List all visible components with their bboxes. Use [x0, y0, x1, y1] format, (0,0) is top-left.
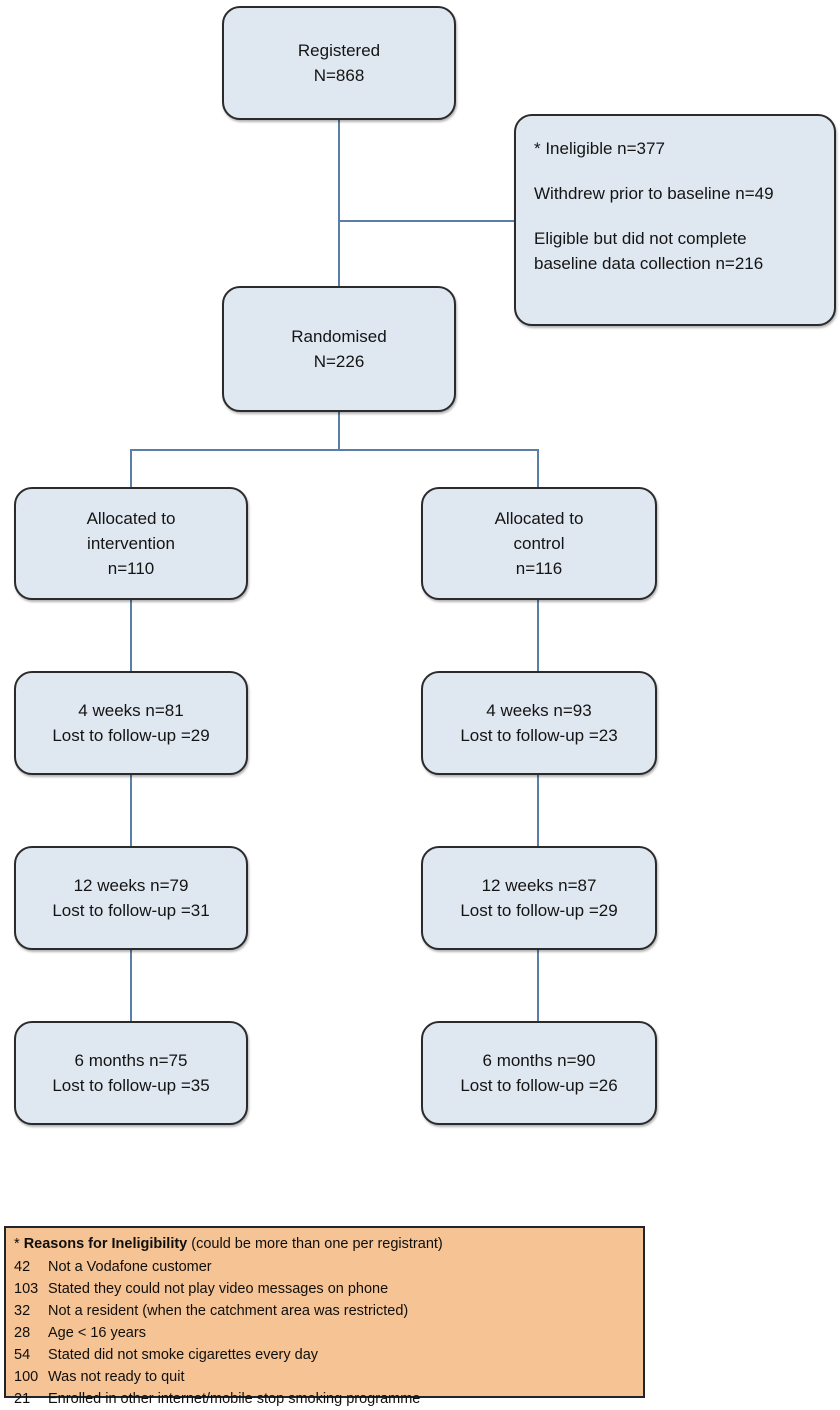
intervention-6months-line1: 6 months n=75: [74, 1050, 188, 1070]
footnote-row: 42 Not a Vodafone customer: [14, 1256, 637, 1278]
footnote-row: 21 Enrolled in other internet/mobile sto…: [14, 1388, 637, 1410]
intervention-4weeks-line1: 4 weeks n=81: [78, 700, 184, 720]
control-12weeks-line1: 12 weeks n=87: [481, 875, 597, 895]
node-control-6months: 6 months n=90 Lost to follow-up =26: [421, 1021, 657, 1125]
node-randomised-line2: N=226: [313, 352, 365, 371]
intervention-12weeks-line1: 12 weeks n=79: [73, 875, 189, 895]
node-allocated-intervention: Allocated to intervention n=110: [14, 487, 248, 600]
footnote-count: 42: [14, 1259, 31, 1276]
allocated-control-line1: Allocated to: [494, 508, 584, 528]
footnote-reason: Stated they could not play video message…: [48, 1281, 389, 1298]
node-registered-line2: N=868: [313, 66, 365, 85]
allocated-control-line3: n=116: [515, 559, 563, 579]
connector-allocation-split: [130, 449, 539, 451]
exclusion-withdrew: Withdrew prior to baseline n=49: [534, 184, 774, 204]
footnote-count: 103: [14, 1281, 39, 1298]
footnote-row: 103 Stated they could not play video mes…: [14, 1278, 637, 1300]
footnote-count: 100: [14, 1369, 39, 1386]
connector-control-4weeks-to-12weeks: [537, 775, 539, 847]
connector-split-to-intervention: [130, 449, 132, 488]
node-control-12weeks: 12 weeks n=87 Lost to follow-up =29: [421, 846, 657, 950]
connector-to-exclusions: [338, 220, 515, 222]
connector-intervention-alloc-to-4weeks: [130, 600, 132, 672]
exclusion-ineligible: * Ineligible n=377: [534, 139, 665, 158]
footnote-title-bold: Reasons for Ineligibility: [23, 1236, 188, 1252]
footnote-title-note: (could be more than one per registrant): [191, 1236, 443, 1252]
control-6months-line1: 6 months n=90: [482, 1050, 596, 1070]
control-4weeks-line1: 4 weeks n=93: [486, 700, 592, 720]
connector-registered-to-randomised: [338, 120, 340, 287]
node-registered: Registered N=868: [222, 6, 456, 120]
footnote-count: 21: [14, 1391, 31, 1408]
allocated-intervention-line2: intervention: [87, 533, 175, 553]
footnote-row: 32 Not a resident (when the catchment ar…: [14, 1300, 637, 1322]
connector-split-to-control: [537, 449, 539, 488]
node-control-4weeks: 4 weeks n=93 Lost to follow-up =23: [421, 671, 657, 775]
node-intervention-6months: 6 months n=75 Lost to follow-up =35: [14, 1021, 248, 1125]
footnote-count: 28: [14, 1325, 31, 1342]
footnote-reason: Was not ready to quit: [48, 1369, 185, 1386]
node-intervention-12weeks: 12 weeks n=79 Lost to follow-up =31: [14, 846, 248, 950]
connector-intervention-12weeks-to-6months: [130, 950, 132, 1022]
control-4weeks-line2: Lost to follow-up =23: [460, 726, 618, 745]
connector-control-12weeks-to-6months: [537, 950, 539, 1022]
node-exclusions: * Ineligible n=377 Withdrew prior to bas…: [514, 114, 836, 326]
connector-control-alloc-to-4weeks: [537, 600, 539, 672]
footnote-marker: *: [14, 1236, 20, 1252]
exclusion-incomplete-baseline: Eligible but did not complete baseline d…: [534, 226, 763, 276]
footnote-count: 54: [14, 1347, 31, 1364]
footnote-count: 32: [14, 1303, 31, 1320]
allocated-intervention-line1: Allocated to: [86, 508, 176, 528]
allocated-intervention-line3: n=110: [107, 559, 155, 579]
footnote-reason: Age < 16 years: [48, 1325, 146, 1342]
control-6months-line2: Lost to follow-up =26: [460, 1076, 618, 1095]
node-randomised-line1: Randomised: [291, 326, 387, 346]
exclusion-incomplete-baseline-line1: Eligible but did not complete: [534, 229, 747, 249]
footnote-reason: Stated did not smoke cigarettes every da…: [48, 1347, 319, 1364]
control-12weeks-line2: Lost to follow-up =29: [460, 901, 618, 920]
footnote-reason: Not a Vodafone customer: [48, 1259, 212, 1276]
intervention-6months-line2: Lost to follow-up =35: [52, 1076, 210, 1095]
node-randomised: Randomised N=226: [222, 286, 456, 412]
intervention-4weeks-line2: Lost to follow-up =29: [52, 726, 210, 745]
footnote-row: 54 Stated did not smoke cigarettes every…: [14, 1344, 637, 1366]
allocated-control-line2: control: [513, 533, 565, 553]
connector-intervention-4weeks-to-12weeks: [130, 775, 132, 847]
ineligibility-footnote-panel: * Reasons for Ineligibility (could be mo…: [4, 1226, 645, 1407]
footnote-title: * Reasons for Ineligibility (could be mo…: [14, 1233, 637, 1255]
connector-randomised-down: [338, 412, 340, 450]
footnote-row: 28 Age < 16 years: [14, 1322, 637, 1344]
node-intervention-4weeks: 4 weeks n=81 Lost to follow-up =29: [14, 671, 248, 775]
footnote-reason: Not a resident (when the catchment area …: [48, 1303, 409, 1320]
footnote-row: 100 Was not ready to quit: [14, 1366, 637, 1388]
node-allocated-control: Allocated to control n=116: [421, 487, 657, 600]
exclusion-incomplete-baseline-line2: baseline data collection n=216: [534, 254, 764, 274]
node-registered-line1: Registered: [297, 40, 381, 60]
intervention-12weeks-line2: Lost to follow-up =31: [52, 901, 210, 920]
footnote-reason: Enrolled in other internet/mobile stop s…: [48, 1391, 421, 1408]
